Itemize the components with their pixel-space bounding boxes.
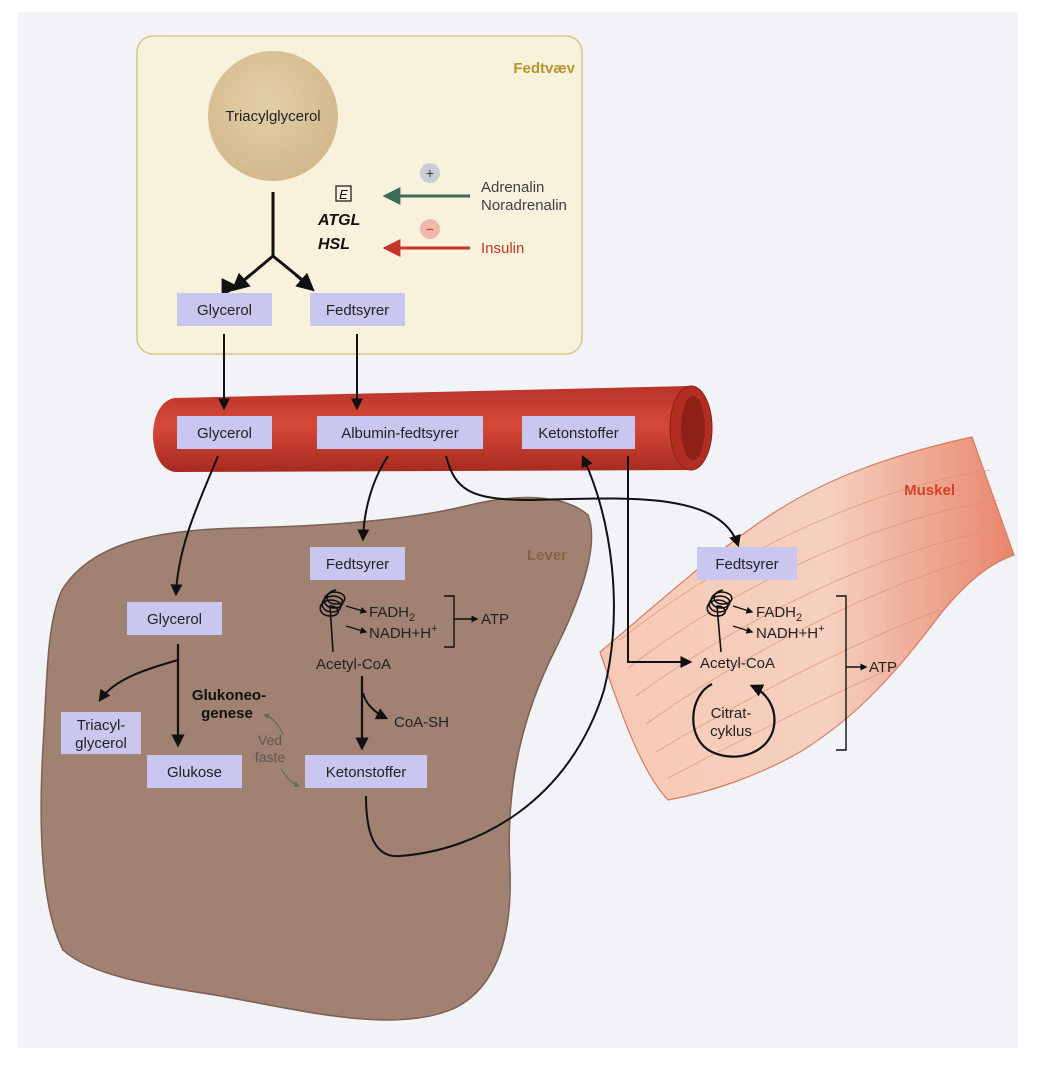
ved-label: Ved bbox=[258, 732, 282, 748]
liver-ketone-box bbox=[305, 755, 427, 788]
liver-glycerol-box bbox=[127, 602, 222, 635]
liver-oxidation-spiral bbox=[319, 589, 346, 653]
muscle-title: Muskel bbox=[904, 482, 955, 499]
liver-nadh: NADH+H+ bbox=[369, 623, 438, 642]
faste-label: faste bbox=[255, 749, 286, 765]
muscle-atp-bracket bbox=[836, 595, 847, 751]
liver-atp: ATP bbox=[481, 611, 509, 628]
arrow-blood-glycerol-to-liver bbox=[170, 455, 219, 597]
liver-glucose-box bbox=[147, 755, 242, 788]
liver-triacyl-2: glycerol bbox=[75, 735, 127, 752]
blood-ketone-label: Ketonstoffer bbox=[538, 425, 619, 442]
blood-glycerol-box bbox=[177, 416, 272, 449]
liver-acetyl-coa: Acetyl-CoA bbox=[316, 656, 391, 673]
glukoneo-line1: Glukoneo- bbox=[192, 687, 266, 704]
insulin-label: Insulin bbox=[481, 240, 524, 257]
muscle-atp: ATP bbox=[869, 659, 897, 676]
liver-fatty-acids-label: Fedtsyrer bbox=[326, 556, 389, 573]
plus-badge bbox=[420, 163, 440, 183]
enzyme-symbol-box bbox=[335, 185, 352, 202]
liver-ketone-label: Ketonstoffer bbox=[326, 764, 407, 781]
muscle-nadh-sup: + bbox=[818, 623, 824, 635]
liver-fadh2-main: FADH bbox=[369, 604, 409, 621]
atgl-label: ATGL bbox=[317, 212, 360, 229]
liver-fadh2: FADH2 bbox=[369, 604, 415, 624]
liver-nadh-sup: + bbox=[431, 623, 437, 635]
arrow-liver-ketone-to-blood bbox=[365, 454, 615, 858]
liver-glycerol-label: Glycerol bbox=[147, 611, 202, 628]
liver-title: Lever bbox=[527, 547, 567, 564]
muscle-fibers bbox=[619, 469, 1005, 779]
muscle-fadh2-sub: 2 bbox=[796, 612, 802, 624]
minus-sign: − bbox=[426, 221, 434, 237]
arrow-blood-ketone-to-muscle bbox=[627, 456, 693, 668]
muscle-fatty-acids-box bbox=[697, 547, 797, 580]
blood-glycerol-label: Glycerol bbox=[197, 425, 252, 442]
fat-fatty-acids-box bbox=[310, 293, 405, 326]
citrat-line1: Citrat- bbox=[711, 705, 752, 722]
glukoneo-line2: genese bbox=[201, 705, 253, 722]
noradrenalin-label: Noradrenalin bbox=[481, 197, 567, 214]
ved-faste-arrow-up bbox=[262, 713, 284, 736]
muscle-fadh-arrow bbox=[732, 605, 754, 614]
fat-glycerol-label: Glycerol bbox=[197, 302, 252, 319]
fat-fatty-acids-label: Fedtsyrer bbox=[326, 302, 389, 319]
blood-albumin-label: Albumin-fedtsyrer bbox=[341, 425, 459, 442]
triacylglycerol-label: Triacylglycerol bbox=[225, 108, 320, 125]
minus-badge bbox=[420, 219, 440, 239]
muscle-acetyl-coa: Acetyl-CoA bbox=[700, 655, 775, 672]
liver-nadh-arrow bbox=[345, 625, 368, 634]
plus-sign: + bbox=[426, 165, 434, 181]
muscle-fadh2-main: FADH bbox=[756, 604, 796, 621]
muscle-fatty-acids-label: Fedtsyrer bbox=[715, 556, 778, 573]
arrow-albumin-to-muscle bbox=[445, 455, 741, 548]
liver-triacyl-1: Triacyl- bbox=[77, 717, 126, 734]
liver-nadh-main: NADH+H bbox=[369, 625, 431, 642]
citrat-line2: cyklus bbox=[710, 723, 752, 740]
vessel-lumen bbox=[681, 396, 705, 460]
muscle-nadh-main: NADH+H bbox=[756, 625, 818, 642]
blood-ketone-box bbox=[522, 416, 635, 449]
ved-faste-arrow-down bbox=[280, 768, 301, 787]
liver-fadh-arrow bbox=[345, 605, 368, 614]
blood-albumin-box bbox=[317, 416, 483, 449]
adrenalin-label: Adrenalin bbox=[481, 179, 544, 196]
liver-glucose-label: Glukose bbox=[167, 764, 222, 781]
fat-glycerol-box bbox=[177, 293, 272, 326]
liver-triacyl-box bbox=[61, 712, 141, 754]
liver-fatty-acids-box bbox=[310, 547, 405, 580]
muscle-fadh2: FADH2 bbox=[756, 604, 802, 624]
muscle-nadh-arrow bbox=[732, 625, 754, 634]
liver-atp-bracket bbox=[444, 595, 455, 648]
enzyme-symbol: E bbox=[339, 187, 348, 202]
liver-fadh2-sub: 2 bbox=[409, 612, 415, 624]
arrow-glycerol-to-triacylglycerol bbox=[98, 659, 179, 702]
muscle-oxidation-spiral bbox=[706, 589, 733, 653]
hsl-label: HSL bbox=[318, 236, 350, 253]
triacylglycerol-droplet bbox=[208, 51, 338, 181]
split-arrow-right-head bbox=[295, 272, 315, 292]
liver-coa-sh: CoA-SH bbox=[394, 714, 449, 731]
split-arrow-left-head bbox=[231, 272, 251, 292]
citric-cycle-circle bbox=[692, 683, 776, 758]
fat-tissue-title: Fedtvæv bbox=[513, 60, 575, 77]
muscle-shape bbox=[599, 436, 1015, 801]
muscle-nadh: NADH+H+ bbox=[756, 623, 825, 642]
arrow-albumin-to-liver bbox=[357, 455, 389, 542]
arrow-coash bbox=[362, 692, 389, 720]
